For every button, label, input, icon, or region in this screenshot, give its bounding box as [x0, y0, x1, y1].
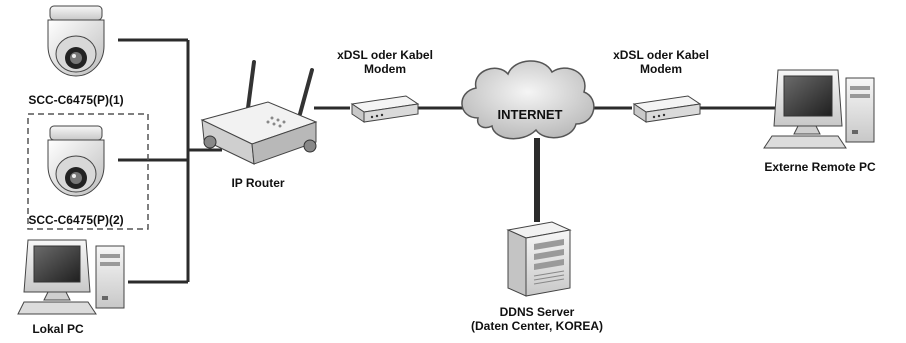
dome-camera-icon — [47, 5, 105, 77]
remote-pc-label: Externe Remote PC — [764, 160, 876, 174]
modem-left-label: xDSL oder Kabel Modem — [320, 48, 450, 76]
modem-right-label: xDSL oder Kabel Modem — [596, 48, 726, 76]
camera1-label: SCC-C6475(P)(1) — [28, 93, 124, 107]
desktop-pc-icon — [763, 69, 875, 149]
internet-label: INTERNET — [497, 107, 563, 122]
local-pc-label: Lokal PC — [32, 322, 84, 336]
camera2-label: SCC-C6475(P)(2) — [28, 213, 124, 227]
desktop-pc-icon — [17, 239, 125, 315]
wireless-router-icon — [200, 60, 318, 165]
modem-icon — [350, 95, 420, 123]
modem-right-label-line1: xDSL oder Kabel — [613, 48, 709, 62]
ddns-label-line1: DDNS Server — [499, 305, 575, 319]
cloud-icon — [461, 60, 595, 140]
modem-right-label-line2: Modem — [640, 62, 682, 76]
router-label: IP Router — [231, 176, 285, 190]
modem-left-label-line1: xDSL oder Kabel — [337, 48, 433, 62]
server-tower-icon — [506, 221, 572, 297]
ddns-label: DDNS Server (Daten Center, KOREA) — [462, 305, 612, 333]
dome-camera-icon — [47, 125, 105, 197]
ddns-label-line2: (Daten Center, KOREA) — [470, 319, 604, 333]
connection-lines — [118, 38, 780, 284]
camera2-group-box — [27, 113, 149, 230]
modem-left-label-line2: Modem — [364, 62, 406, 76]
modem-icon — [632, 95, 702, 123]
